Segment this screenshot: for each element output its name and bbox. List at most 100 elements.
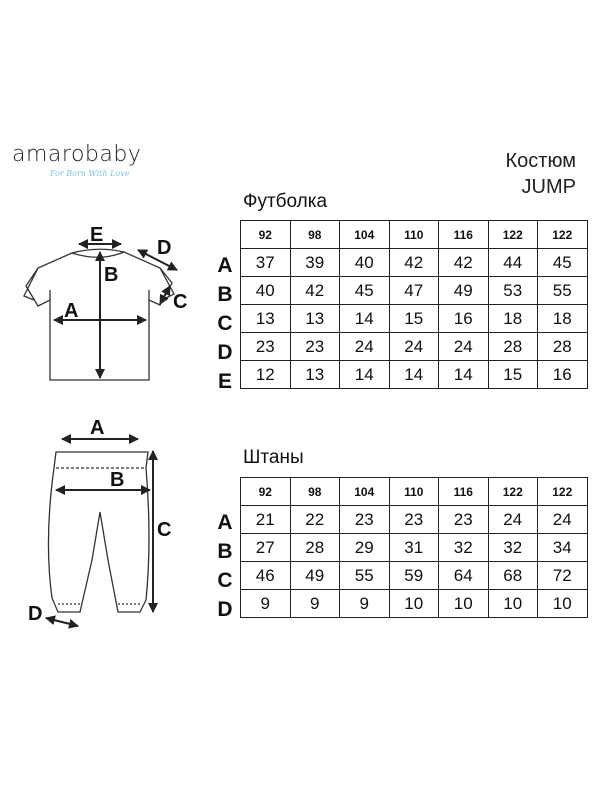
table-cell: 45 <box>537 248 588 277</box>
size-header: 110 <box>388 220 439 249</box>
table-cell: 72 <box>537 561 588 590</box>
table-cell: 23 <box>438 505 489 534</box>
shirt-row-label: C <box>217 312 233 335</box>
table-cell: 40 <box>240 276 291 305</box>
pants-label-d: D <box>28 603 42 625</box>
table-row: 23 23 24 24 24 28 28 <box>240 332 588 361</box>
table-cell: 29 <box>339 533 390 562</box>
size-header-row: 92 98 104 110 116 122 122 <box>240 220 588 249</box>
table-cell: 49 <box>289 561 340 590</box>
table-cell: 64 <box>438 561 489 590</box>
shirt-label-c: C <box>173 291 187 313</box>
pants-row-label: A <box>217 511 233 534</box>
table-cell: 68 <box>487 561 538 590</box>
table-cell: 59 <box>388 561 439 590</box>
table-cell: 9 <box>289 589 340 618</box>
table-cell: 10 <box>537 589 588 618</box>
table-row: 21 22 23 23 23 24 24 <box>240 505 588 534</box>
table-cell: 13 <box>289 360 340 389</box>
table-cell: 24 <box>339 332 390 361</box>
shirt-row-label: E <box>217 370 232 393</box>
table-cell: 23 <box>289 332 340 361</box>
table-cell: 24 <box>388 332 439 361</box>
table-cell: 15 <box>487 360 538 389</box>
shirt-label-a: A <box>64 300 78 322</box>
table-cell: 46 <box>240 561 291 590</box>
table-cell: 14 <box>339 360 390 389</box>
shirt-row-labels: A B C D E <box>212 251 238 396</box>
pants-row-label: D <box>217 598 233 621</box>
shirt-label-d: D <box>157 237 171 259</box>
shirt-label-b: B <box>104 264 118 286</box>
table-cell: 28 <box>487 332 538 361</box>
table-cell: 28 <box>289 533 340 562</box>
table-cell: 12 <box>240 360 291 389</box>
table-cell: 39 <box>289 248 340 277</box>
pants-row-label: C <box>217 569 233 592</box>
table-cell: 10 <box>438 589 489 618</box>
brand-logo: amarobaby For Born With Love <box>12 142 142 178</box>
table-cell: 15 <box>388 304 439 333</box>
table-cell: 10 <box>388 589 439 618</box>
pants-row-labels: A B C D <box>212 508 238 624</box>
table-cell: 31 <box>388 533 439 562</box>
size-header-row: 92 98 104 110 116 122 122 <box>240 477 588 506</box>
size-header: 116 <box>438 220 489 249</box>
shirt-label-e: E <box>90 224 103 246</box>
table-cell: 14 <box>339 304 390 333</box>
table-cell: 22 <box>289 505 340 534</box>
table-cell: 10 <box>487 589 538 618</box>
size-header: 98 <box>289 220 340 249</box>
pants-section-title: Штаны <box>243 447 304 468</box>
table-cell: 13 <box>240 304 291 333</box>
table-cell: 21 <box>240 505 291 534</box>
table-cell: 40 <box>339 248 390 277</box>
brand-tagline: For Born With Love <box>50 169 130 178</box>
table-row: 37 39 40 42 42 44 45 <box>240 248 588 277</box>
table-cell: 32 <box>438 533 489 562</box>
size-header: 122 <box>487 220 538 249</box>
table-cell: 27 <box>240 533 291 562</box>
table-cell: 55 <box>537 276 588 305</box>
size-header: 104 <box>339 477 390 506</box>
table-cell: 9 <box>240 589 291 618</box>
table-cell: 37 <box>240 248 291 277</box>
table-cell: 42 <box>388 248 439 277</box>
table-cell: 16 <box>537 360 588 389</box>
shirt-row-label: D <box>217 341 233 364</box>
table-cell: 18 <box>487 304 538 333</box>
table-cell: 18 <box>537 304 588 333</box>
size-header: 92 <box>240 220 291 249</box>
size-header: 98 <box>289 477 340 506</box>
pants-size-table: 92 98 104 110 116 122 122 21 22 23 23 23… <box>240 477 588 618</box>
size-header: 122 <box>537 477 588 506</box>
size-header: 122 <box>537 220 588 249</box>
pants-row-label: B <box>217 540 233 563</box>
table-cell: 16 <box>438 304 489 333</box>
shirt-section-title: Футболка <box>243 191 328 212</box>
size-header: 92 <box>240 477 291 506</box>
table-cell: 42 <box>289 276 340 305</box>
pants-label-b: B <box>110 469 124 491</box>
table-cell: 53 <box>487 276 538 305</box>
shirt-size-table: 92 98 104 110 116 122 122 37 39 40 42 42… <box>240 220 588 389</box>
table-cell: 14 <box>438 360 489 389</box>
table-cell: 9 <box>339 589 390 618</box>
table-cell: 44 <box>487 248 538 277</box>
table-cell: 45 <box>339 276 390 305</box>
brand-name: amarobaby <box>12 142 142 167</box>
table-cell: 42 <box>438 248 489 277</box>
size-header: 116 <box>438 477 489 506</box>
table-row: 9 9 9 10 10 10 10 <box>240 589 588 618</box>
pants-label-a: A <box>90 417 104 439</box>
table-cell: 24 <box>438 332 489 361</box>
table-cell: 34 <box>537 533 588 562</box>
table-row: 46 49 55 59 64 68 72 <box>240 561 588 590</box>
pants-label-c: C <box>157 519 171 541</box>
table-cell: 32 <box>487 533 538 562</box>
table-cell: 23 <box>388 505 439 534</box>
table-cell: 24 <box>537 505 588 534</box>
size-header: 110 <box>388 477 439 506</box>
table-cell: 49 <box>438 276 489 305</box>
